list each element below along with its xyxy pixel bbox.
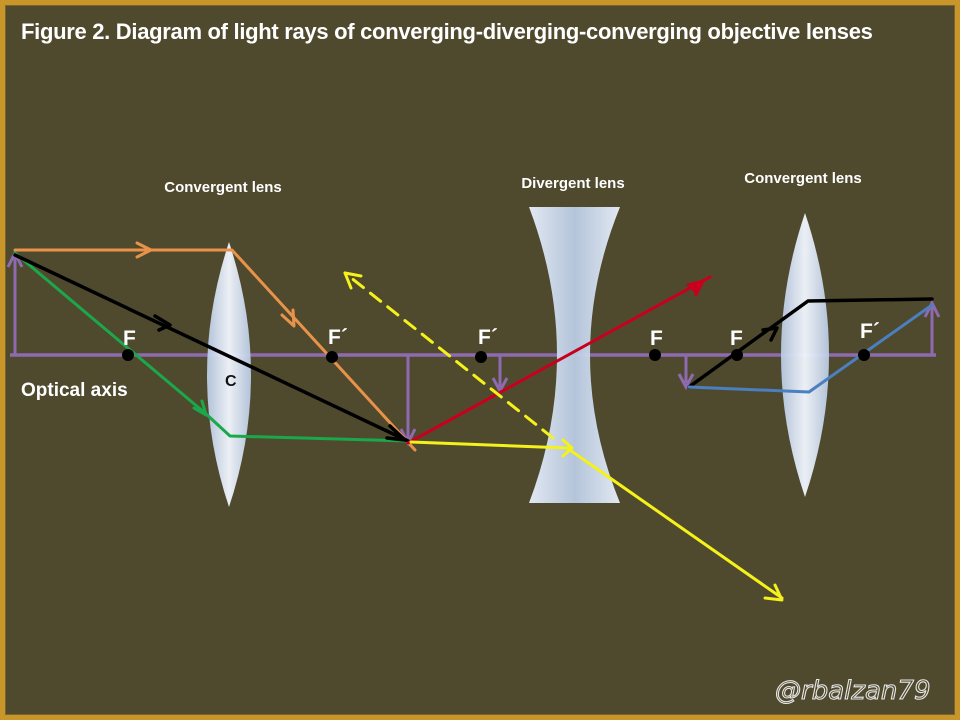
virtual-image-arrowhead-2 bbox=[677, 373, 695, 391]
ray-yellow-dashed-arrow bbox=[343, 271, 363, 290]
ray-black-arrow-1 bbox=[153, 314, 172, 332]
convergent-lens-2-label: Convergent lens bbox=[744, 170, 862, 187]
focal-label-f3: F bbox=[730, 327, 743, 350]
ray-orange-arrow-1 bbox=[135, 241, 153, 259]
focal-label-f2-prime: F´ bbox=[478, 326, 498, 349]
focal-point-f2 bbox=[649, 349, 661, 361]
ray-diagram: Convergent lens Divergent lens Convergen… bbox=[6, 170, 941, 707]
optical-axis-label: Optical axis bbox=[21, 380, 128, 401]
focal-point-f3 bbox=[731, 349, 743, 361]
divergent-lens bbox=[529, 207, 620, 503]
focal-point-f2-prime bbox=[475, 351, 487, 363]
figure-title: Figure 2. Diagram of light rays of conve… bbox=[21, 19, 873, 44]
convergent-lens-1 bbox=[207, 242, 251, 507]
ray-green bbox=[13, 251, 410, 443]
ray-green-arrow bbox=[192, 399, 208, 417]
focal-point-f3-prime bbox=[858, 349, 870, 361]
ray-black-arrow-2 bbox=[761, 326, 779, 342]
focal-label-f3-prime: F´ bbox=[860, 320, 880, 343]
author-watermark: @rbalzan79 bbox=[775, 676, 931, 706]
ray-black-2 bbox=[687, 297, 934, 389]
ray-red bbox=[406, 275, 712, 445]
convergent-lens-2 bbox=[781, 213, 829, 497]
divergent-lens-label: Divergent lens bbox=[521, 175, 624, 192]
focal-label-f2: F bbox=[650, 327, 663, 350]
lens-center-label: C bbox=[225, 373, 237, 390]
ray-yellow-dashed bbox=[343, 271, 555, 440]
focal-point-f1-prime bbox=[326, 351, 338, 363]
ray-black-arrow-1b bbox=[385, 424, 407, 442]
convergent-lens-1-label: Convergent lens bbox=[164, 179, 282, 196]
ray-orange bbox=[13, 248, 417, 452]
ray-yellow-arrow bbox=[763, 583, 784, 602]
final-image-arrowhead bbox=[923, 299, 941, 318]
ray-blue bbox=[687, 303, 934, 394]
focal-label-f1: F bbox=[123, 327, 136, 350]
ray-yellow bbox=[409, 440, 784, 600]
ray-black-1 bbox=[13, 253, 410, 443]
ray-yellow-mid-arrow bbox=[561, 438, 574, 458]
ray-red-arrow bbox=[686, 278, 706, 297]
focal-point-f1 bbox=[122, 349, 134, 361]
ray-orange-arrow-2 bbox=[280, 308, 296, 328]
focal-label-f1-prime: F´ bbox=[328, 326, 348, 349]
